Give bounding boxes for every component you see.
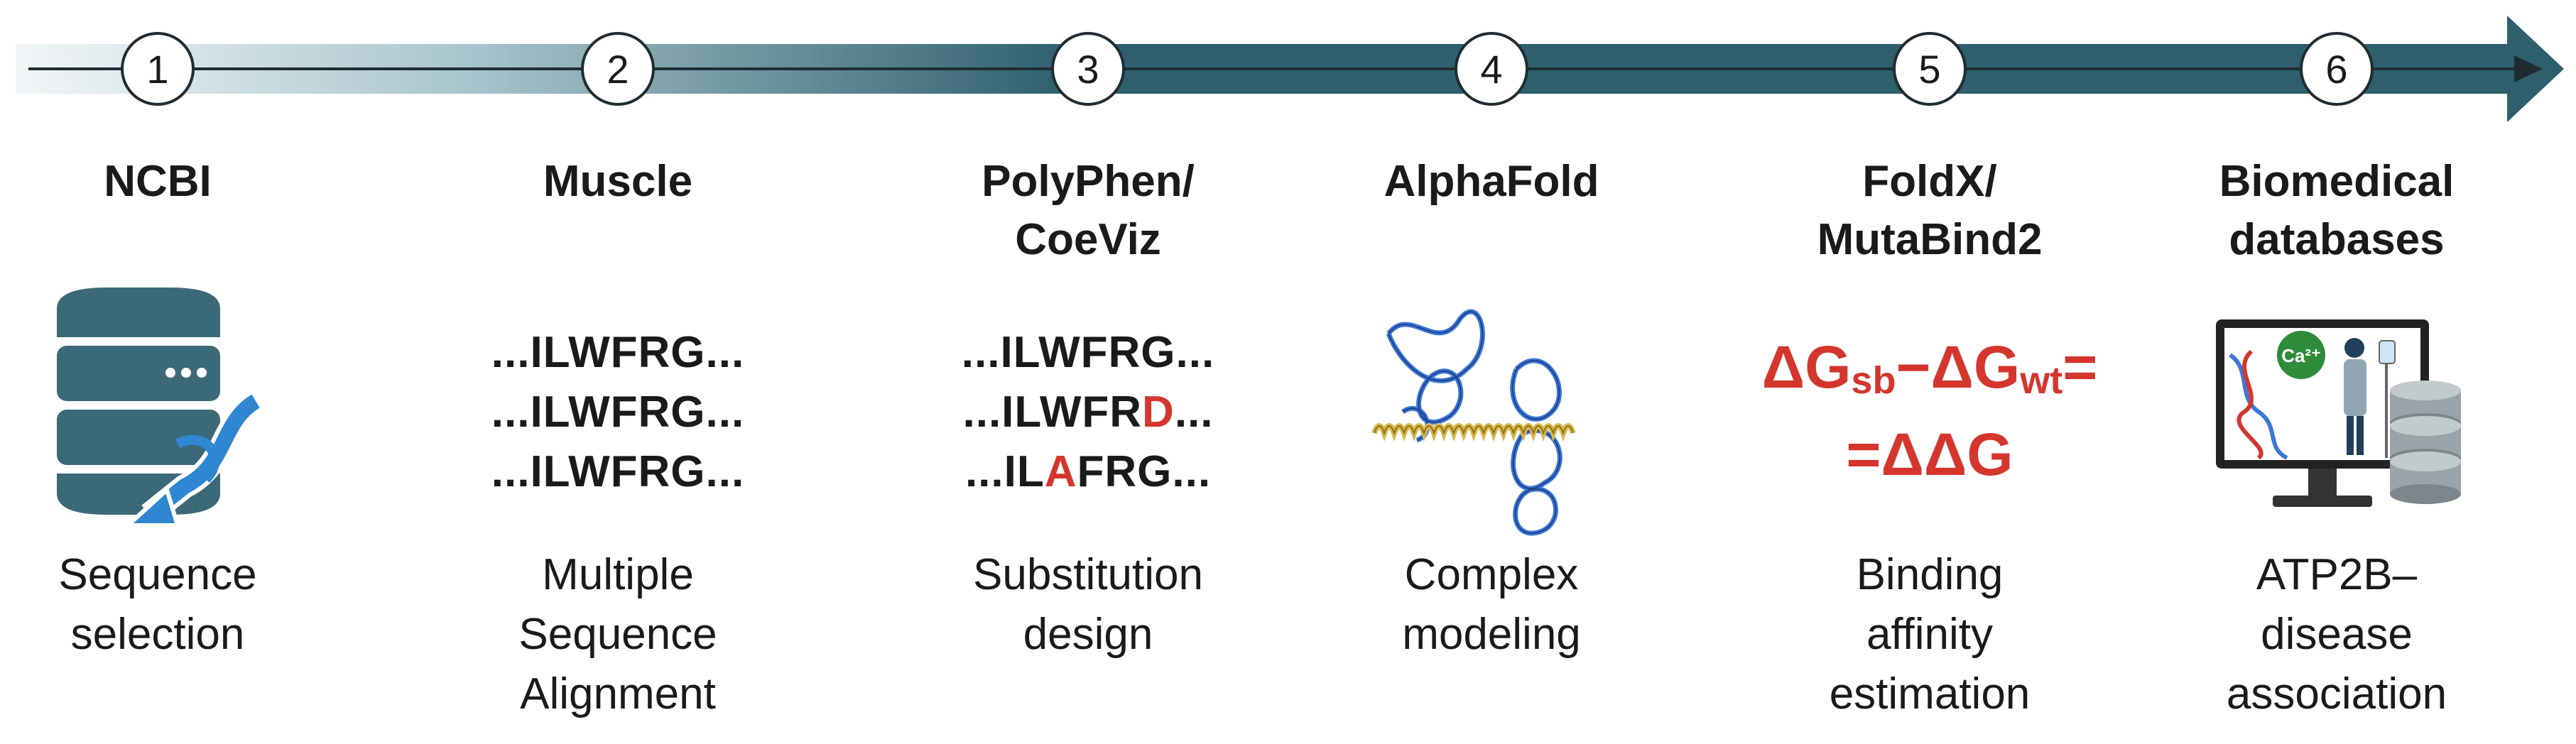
step-description: ATP2B– disease association bbox=[2138, 545, 2536, 724]
equation-line: =ΔΔG bbox=[1846, 421, 2013, 488]
description-line: Sequence bbox=[518, 610, 717, 659]
sequence-row: ...ILWFRG... bbox=[889, 323, 1287, 383]
step-description: Substitution design bbox=[889, 545, 1287, 664]
sequence-segment: ...ILWFRG... bbox=[961, 328, 1215, 377]
step-description: Binding affinity estimation bbox=[1731, 545, 2129, 724]
sequence-alignment: ...ILWFRG... ...ILWFRG... ...ILWFRG... bbox=[419, 323, 817, 502]
step-marker: 6 bbox=[2300, 32, 2374, 106]
sequence-row: ...ILAFRG... bbox=[889, 442, 1287, 502]
mutated-residue: A bbox=[1044, 447, 1077, 496]
description-line: association bbox=[2226, 669, 2447, 718]
step-number: 1 bbox=[146, 47, 168, 92]
step-circle bbox=[1455, 32, 1528, 106]
step-marker: 2 bbox=[581, 32, 655, 106]
sequence-segment: ...ILWFRG... bbox=[491, 328, 745, 377]
sequence-row: ...ILWFRD... bbox=[889, 383, 1287, 442]
equation-line: ΔGsb−ΔGwt= bbox=[1688, 330, 2171, 417]
sequence-segment: ...ILWFRG... bbox=[491, 388, 745, 437]
equation-term: ΔG bbox=[1930, 334, 2021, 400]
description-line: affinity bbox=[1866, 610, 1994, 659]
step-circle bbox=[121, 32, 195, 106]
sequence-row: ...ILWFRG... bbox=[419, 442, 817, 502]
description-line: design bbox=[1023, 610, 1153, 659]
sequence-row: ...ILWFRG... bbox=[419, 383, 817, 442]
calcium-badge: Ca²⁺ bbox=[2277, 331, 2325, 379]
database-dna-icon bbox=[57, 288, 263, 527]
step-number: 5 bbox=[1918, 47, 1940, 92]
sequence-row: ...ILWFRG... bbox=[419, 323, 817, 383]
sequence-segment: FRG... bbox=[1077, 447, 1212, 496]
tool-name-line: databases bbox=[2229, 215, 2445, 264]
sequence-alignment: ...ILWFRG......ILWFRD......ILAFRG... bbox=[889, 323, 1287, 502]
equation-term: sb bbox=[1851, 359, 1896, 402]
description-line: ATP2B– bbox=[2256, 550, 2418, 599]
monitor-database-icon: Ca²⁺ bbox=[2216, 319, 2461, 507]
timeline-arrow: 1 2 3 4 5 6 bbox=[16, 16, 2564, 122]
step-circle bbox=[1893, 32, 1967, 106]
mutated-residue: D bbox=[1142, 388, 1175, 437]
sequence-segment: ...ILWFRG... bbox=[491, 447, 745, 496]
description-line: Complex bbox=[1404, 550, 1579, 599]
step-marker: 5 bbox=[1893, 32, 1967, 106]
description-line: Substitution bbox=[973, 550, 1203, 599]
tool-name-line: MutaBind2 bbox=[1817, 215, 2043, 264]
description-line: Multiple bbox=[542, 550, 694, 599]
arrow-tip bbox=[2514, 55, 2543, 82]
step-column: NCBI Sequence selection bbox=[0, 0, 357, 744]
step-number: 6 bbox=[2325, 47, 2347, 92]
tool-name-line: PolyPhen/ bbox=[982, 157, 1195, 206]
tool-name-line: Muscle bbox=[543, 157, 693, 206]
step-circle bbox=[581, 32, 655, 106]
step-description: Sequence selection bbox=[0, 545, 357, 664]
description-line: modeling bbox=[1402, 610, 1581, 659]
step-marker: 3 bbox=[1051, 32, 1125, 106]
tool-name: Muscle bbox=[419, 153, 817, 211]
step-marker: 1 bbox=[121, 32, 195, 106]
description-line: Alignment bbox=[520, 669, 716, 718]
step-circle bbox=[2300, 32, 2374, 106]
protein-structure-icon bbox=[1371, 309, 1576, 536]
tool-name: FoldX/MutaBind2 bbox=[1731, 153, 2129, 269]
tool-name: Biomedical databases bbox=[2138, 153, 2536, 269]
tool-name: PolyPhen/CoeViz bbox=[889, 153, 1287, 269]
description-line: estimation bbox=[1829, 669, 2031, 718]
tool-name-line: Biomedical bbox=[2219, 157, 2455, 206]
equation-term: ΔG bbox=[1761, 334, 1852, 400]
sequence-segment: ... bbox=[1174, 388, 1214, 437]
tool-name-line: NCBI bbox=[104, 157, 212, 206]
equation-term: = bbox=[2063, 334, 2098, 400]
tool-name-line: CoeViz bbox=[1015, 215, 1161, 264]
description-line: Sequence bbox=[58, 550, 257, 599]
description-line: Binding bbox=[1856, 550, 2004, 599]
step-number: 4 bbox=[1480, 47, 1502, 92]
tool-name-line: AlphaFold bbox=[1384, 157, 1599, 206]
tool-name: NCBI bbox=[0, 153, 357, 211]
sequence-segment: ...IL bbox=[964, 447, 1045, 496]
equation-term: − bbox=[1896, 334, 1931, 400]
step-number: 3 bbox=[1077, 47, 1099, 92]
tool-name: AlphaFold bbox=[1293, 153, 1690, 211]
sequence-segment: ...ILWFR bbox=[962, 388, 1143, 437]
binding-energy-equation: ΔGsb−ΔGwt==ΔΔG bbox=[1688, 330, 2171, 491]
step-description: Complex modeling bbox=[1293, 545, 1690, 664]
step-number: 2 bbox=[607, 47, 629, 92]
step-marker: 4 bbox=[1455, 32, 1528, 106]
description-line: disease bbox=[2261, 610, 2413, 659]
equation-term: wt bbox=[2020, 359, 2063, 402]
database-cylinder bbox=[2390, 381, 2461, 504]
svg-text:Ca²⁺: Ca²⁺ bbox=[2281, 345, 2321, 366]
step-circle bbox=[1051, 32, 1125, 106]
tool-name-line: FoldX/ bbox=[1862, 157, 1997, 206]
description-line: selection bbox=[70, 610, 245, 659]
